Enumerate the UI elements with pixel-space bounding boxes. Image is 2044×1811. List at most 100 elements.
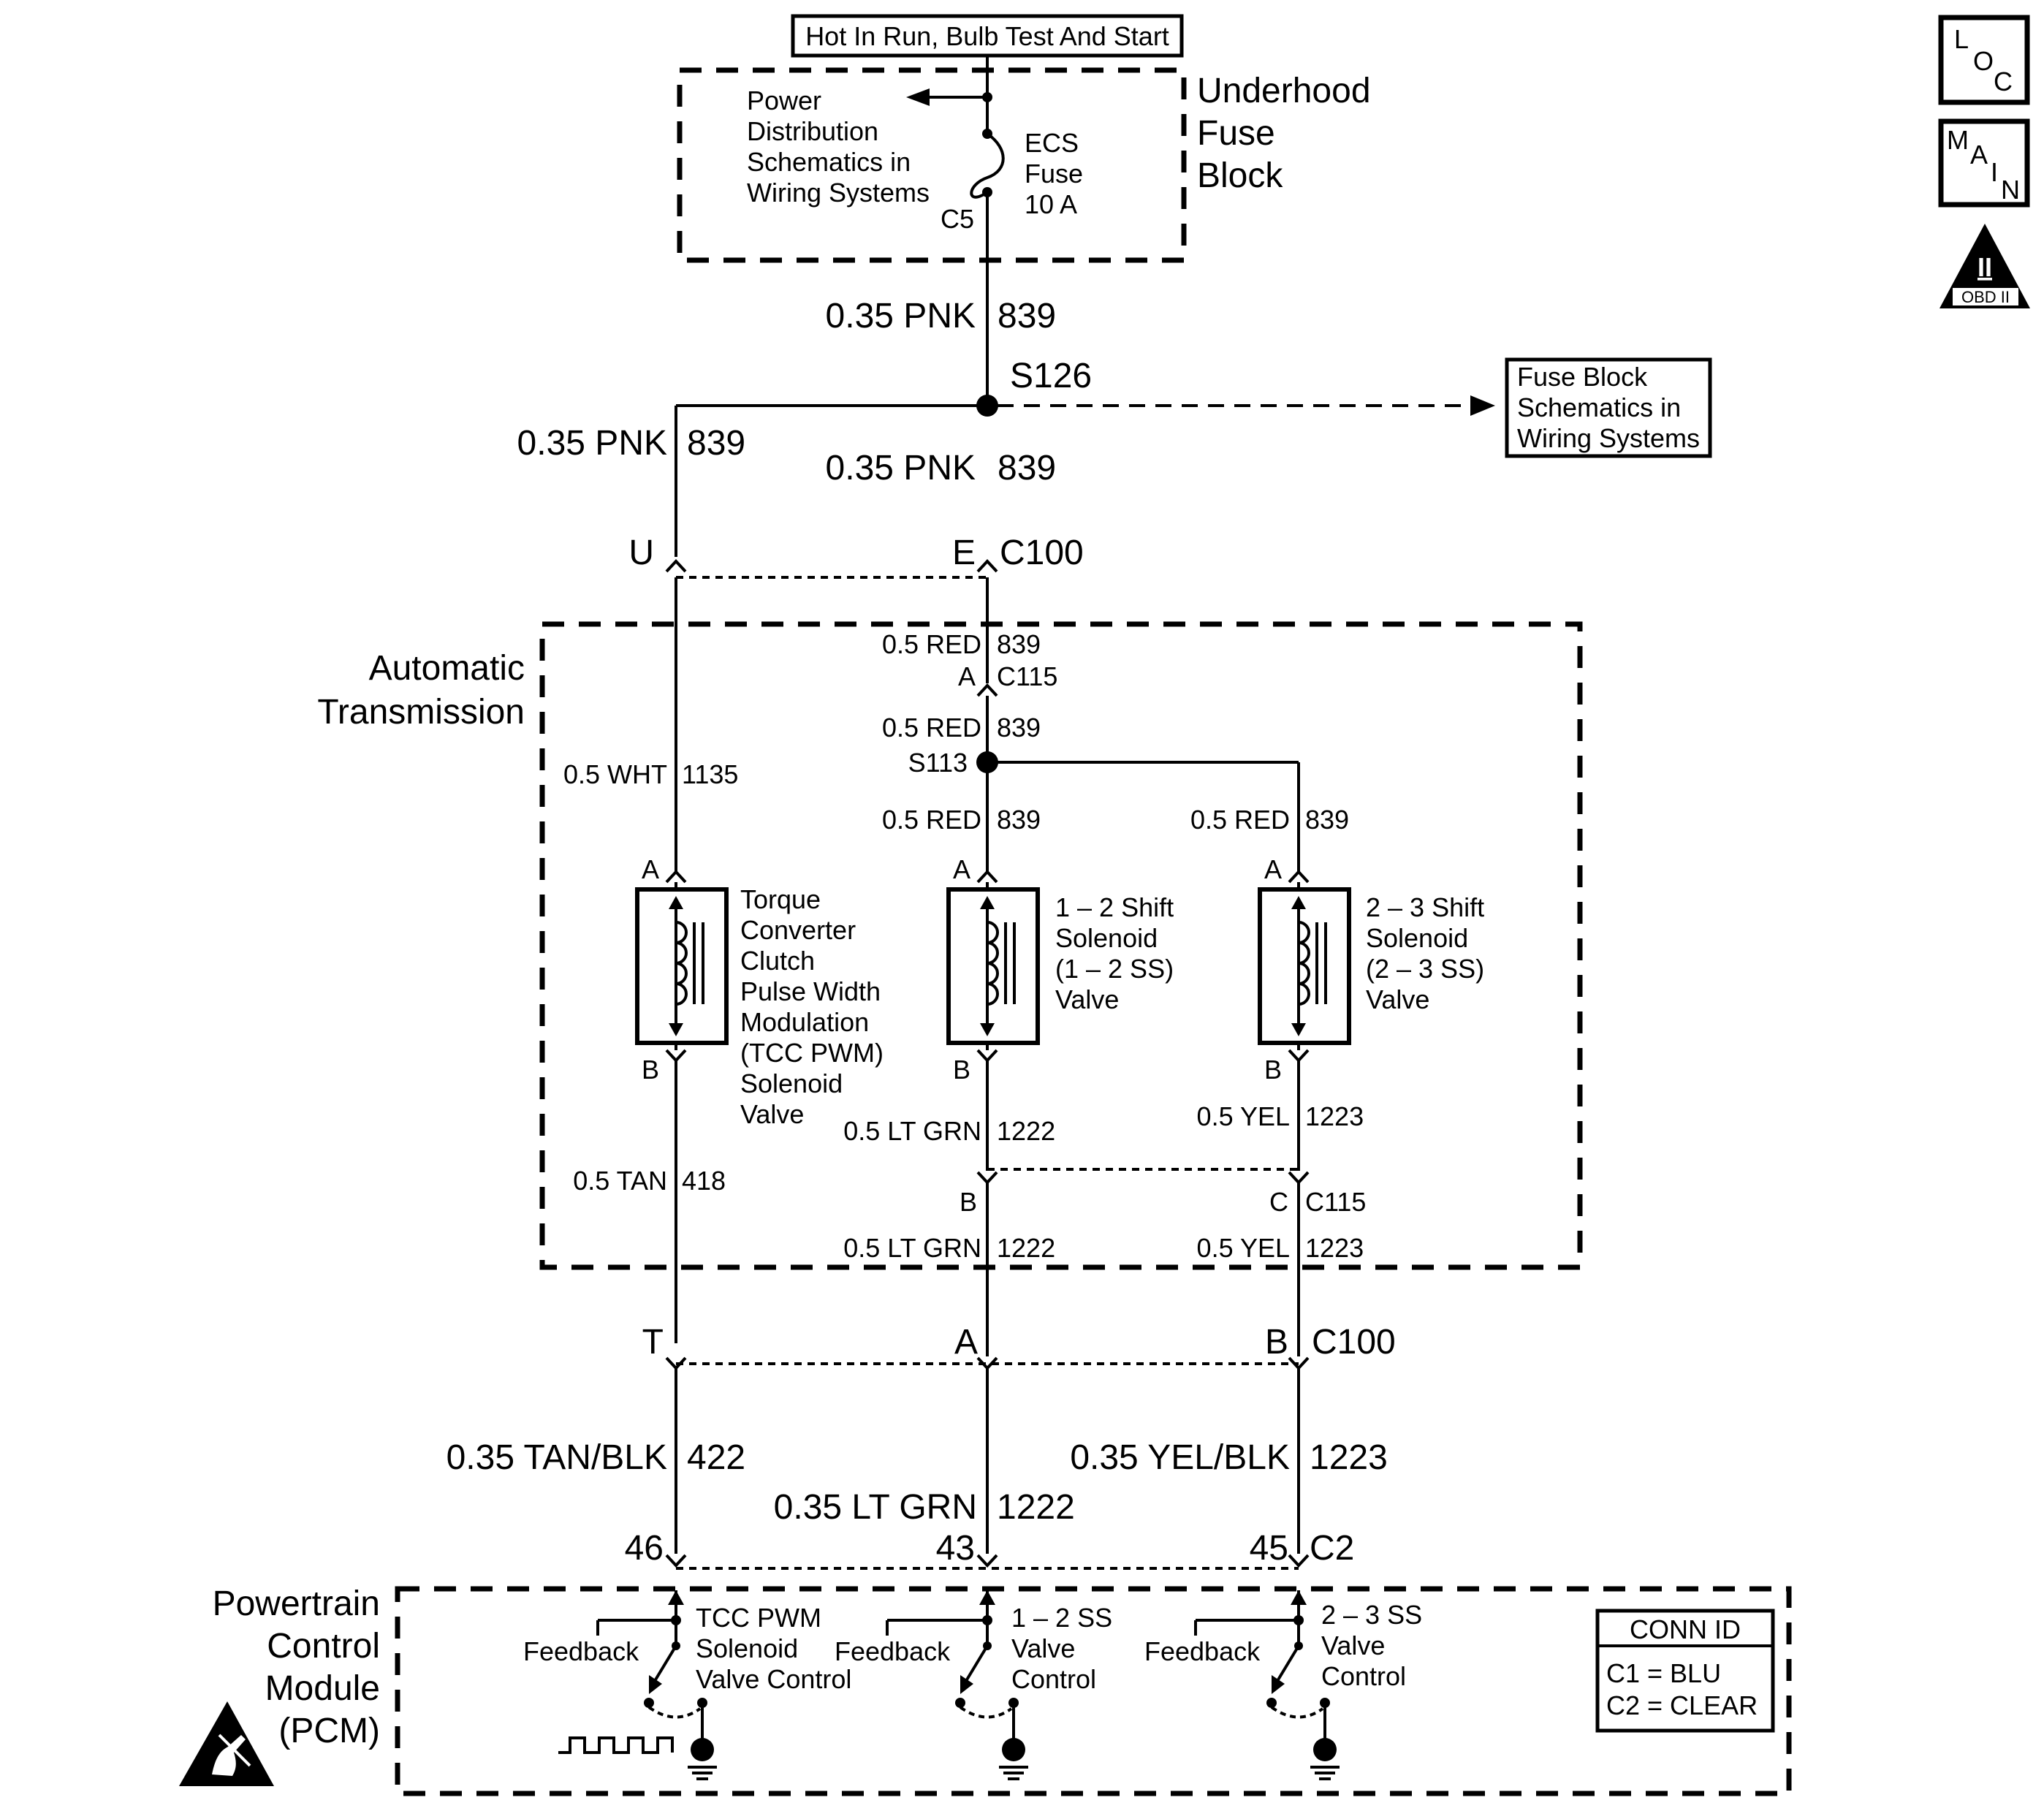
arrow-up-icon: [1291, 1590, 1307, 1605]
wire-839-red-b-color: 0.5 RED: [882, 713, 981, 743]
svg-text:A: A: [1264, 854, 1282, 884]
power-dist-ref-1: Power: [747, 86, 821, 115]
svg-text:Valve: Valve: [1055, 984, 1119, 1014]
wire-839-red-a-color: 0.5 RED: [882, 629, 981, 659]
coil-icon: [1298, 921, 1310, 1006]
solenoid-2-3-shift: A B 2 – 3 Shift Solenoid (2 – 3 SS) Valv…: [1258, 854, 1484, 1085]
svg-text:TCC PWM: TCC PWM: [696, 1603, 821, 1633]
switch-icon: [653, 1644, 677, 1682]
wire-839-red-c-color: 0.5 RED: [882, 805, 981, 835]
underhood-fuse-block: Underhood Fuse Block Power Distribution …: [677, 56, 1371, 402]
svg-text:B: B: [960, 1187, 977, 1217]
fuse-label-2: Fuse: [1025, 159, 1083, 189]
wire-839-left-circuit: 839: [687, 424, 745, 463]
ref-box-line-3: Wiring Systems: [1517, 423, 1700, 453]
svg-text:S126: S126: [1010, 357, 1092, 395]
main-badge: M A I N: [1938, 118, 2030, 208]
switch-icon: [1276, 1644, 1300, 1682]
wire-422-color: 0.35 TAN/BLK: [447, 1438, 667, 1477]
chevron-down-icon: [665, 1554, 687, 1568]
arrow-up-icon: [669, 896, 683, 909]
chevron-up-icon: [665, 559, 687, 573]
ground-icon: [1002, 1738, 1025, 1761]
svg-text:Control: Control: [1011, 1664, 1096, 1694]
wire-839-red-d-circuit: 839: [1305, 805, 1349, 835]
svg-text:Solenoid: Solenoid: [1055, 923, 1158, 953]
arrow-up-icon: [979, 1590, 995, 1605]
svg-text:A: A: [953, 854, 970, 884]
wire-1223-c-color: 0.35 YEL/BLK: [1070, 1438, 1290, 1477]
conn-id-row-2: C2 = CLEAR: [1606, 1690, 1758, 1720]
transmission-title-2: Transmission: [317, 693, 525, 732]
wire-839-mid-circuit: 839: [998, 449, 1056, 487]
wire-1222-c-color: 0.35 LT GRN: [774, 1488, 977, 1527]
conn-id-row-1: C1 = BLU: [1606, 1658, 1721, 1688]
power-dist-ref-3: Schematics in: [747, 147, 911, 177]
pwm-waveform-icon: [558, 1736, 674, 1754]
svg-text:II: II: [1977, 252, 1992, 282]
chevron-down-icon: [1288, 1171, 1310, 1185]
power-dist-ref-4: Wiring Systems: [747, 178, 930, 208]
connector-c115-bottom: B C C115: [960, 1168, 1366, 1217]
pcm-title-4: (PCM): [278, 1712, 380, 1750]
arrow-up-icon: [1291, 896, 1306, 909]
wire-418-color: 0.5 TAN: [573, 1166, 667, 1196]
arrow-left-icon: [906, 88, 930, 106]
wire-839-circuit: 839: [998, 297, 1056, 335]
wire-1223-b-circuit: 1223: [1305, 1233, 1364, 1263]
svg-text:45: 45: [1250, 1529, 1288, 1568]
svg-text:Solenoid: Solenoid: [740, 1068, 843, 1098]
wire-1223-b-color: 0.5 YEL: [1197, 1233, 1290, 1263]
transmission-title-1: Automatic: [369, 649, 525, 688]
svg-text:Hot In Run, Bulb Test And Star: Hot In Run, Bulb Test And Start: [805, 21, 1169, 51]
svg-text:C2: C2: [1310, 1529, 1354, 1568]
ref-box-line-1: Fuse Block: [1517, 362, 1648, 392]
wire-1135-color: 0.5 WHT: [563, 759, 667, 789]
chevron-down-icon: [976, 1171, 998, 1185]
connector-c100-top: U E C100: [628, 534, 1084, 579]
chevron-down-icon: [1288, 1049, 1310, 1063]
feedback-label: Feedback: [835, 1636, 951, 1666]
svg-text:Pulse Width: Pulse Width: [740, 976, 881, 1006]
pcm-title-1: Powertrain: [213, 1584, 380, 1623]
svg-text:Valve Control: Valve Control: [696, 1664, 851, 1694]
svg-text:Clutch: Clutch: [740, 946, 815, 976]
wire-1223-a-circuit: 1223: [1305, 1101, 1364, 1131]
svg-text:1 – 2 SS: 1 – 2 SS: [1011, 1603, 1112, 1633]
c115-top-pin: A: [958, 661, 976, 691]
chevron-up-icon: [665, 870, 687, 884]
svg-text:A: A: [954, 1323, 978, 1362]
svg-text:43: 43: [936, 1529, 975, 1568]
svg-text:I: I: [1991, 157, 1998, 187]
svg-text:(TCC PWM): (TCC PWM): [740, 1038, 884, 1068]
svg-text:1 – 2 Shift: 1 – 2 Shift: [1055, 892, 1174, 922]
svg-text:N: N: [2001, 175, 2020, 205]
wire-839-color: 0.35 PNK: [826, 297, 976, 335]
chevron-up-icon: [976, 559, 998, 573]
connector-c100-bottom: T A B C100: [642, 1323, 1396, 1370]
wire-839-red-d-color: 0.5 RED: [1190, 805, 1290, 835]
svg-text:A: A: [1970, 140, 1988, 170]
svg-text:Control: Control: [1321, 1661, 1406, 1691]
loc-badge: L O C: [1938, 15, 2030, 105]
ref-box-line-2: Schematics in: [1517, 392, 1681, 422]
svg-text:Valve: Valve: [1011, 1633, 1075, 1663]
wire-839-red-a-circuit: 839: [997, 629, 1041, 659]
svg-text:OBD II: OBD II: [1961, 288, 2010, 306]
pcm-title-2: Control: [267, 1627, 380, 1666]
power-dist-ref-2: Distribution: [747, 116, 878, 146]
feedback-label: Feedback: [523, 1636, 639, 1666]
arrow-down-icon: [1291, 1023, 1306, 1036]
svg-text:M: M: [1947, 125, 1969, 155]
svg-text:B: B: [642, 1055, 659, 1085]
wire-422-circuit: 422: [687, 1438, 745, 1477]
chevron-down-icon: [665, 1049, 687, 1063]
automatic-transmission: Automatic Transmission: [317, 621, 1583, 1270]
splice-s113: S113: [908, 748, 1300, 872]
wire-418-circuit: 418: [682, 1166, 726, 1196]
solenoid-tcc-pwm: A B Torque Converter Clutch Pulse Width …: [635, 854, 884, 1129]
svg-text:Solenoid: Solenoid: [696, 1633, 798, 1663]
chevron-down-icon: [976, 1554, 998, 1568]
svg-text:2 – 3 Shift: 2 – 3 Shift: [1366, 892, 1484, 922]
